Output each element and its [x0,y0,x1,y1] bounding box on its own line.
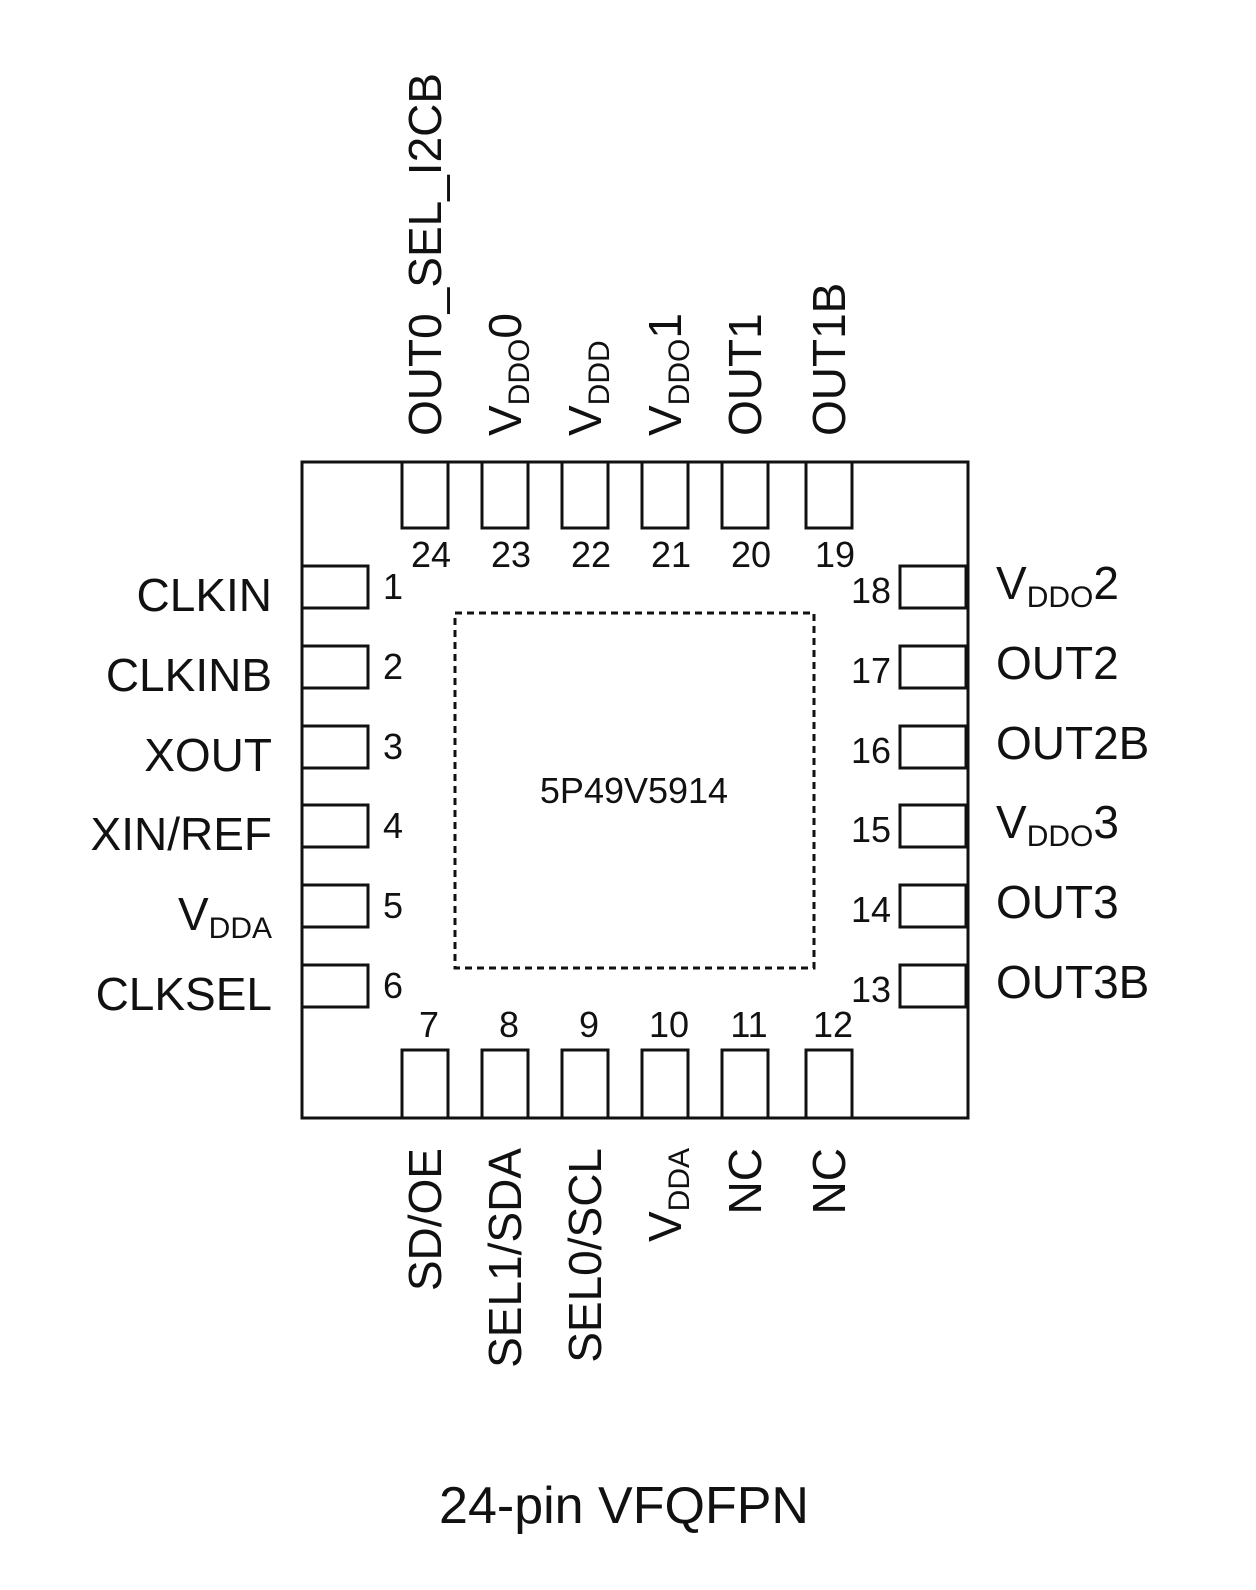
pin-pad-12 [804,1048,854,1120]
pin-number-7: 7 [419,1004,439,1045]
pin-number-18: 18 [851,570,891,611]
pin-label-12: NC [803,1148,855,1214]
pin-label-2: CLKINB [106,649,272,701]
pin-label-7: SD/OE [399,1148,451,1291]
pin-pad-3 [300,724,370,770]
pin-pad-21 [640,460,690,530]
pin-number-15: 15 [851,809,891,850]
pin-label-20: OUT1 [719,313,771,436]
pin-number-11: 11 [730,1004,767,1045]
pin-label-1: CLKIN [137,569,272,621]
pin-label-8: SEL1/SDA [479,1148,531,1368]
pin-pad-23 [480,460,530,530]
pin-label-9: SEL0/SCL [559,1148,611,1363]
pin-label-16: OUT2B [996,717,1149,769]
pin-pad-19 [804,460,854,530]
pin-label-15: VDDO3 [996,796,1119,853]
pin-number-13: 13 [851,969,891,1010]
pin-label-23: VDDO0 [479,313,536,436]
pin-number-14: 14 [851,889,891,930]
pin-label-14: OUT3 [996,876,1119,928]
part-number: 5P49V5914 [540,770,728,811]
pin-pad-8 [480,1048,530,1120]
pin-label-24: OUT0_SEL_I2CB [399,73,451,436]
package-outline [300,460,970,1120]
pin-pad-10 [640,1048,690,1120]
pin-number-19: 19 [815,534,855,575]
pin-number-6: 6 [383,965,403,1006]
pin-pad-15 [898,803,968,849]
package-caption: 24-pin VFQFPN [439,1477,809,1535]
pin-pad-9 [560,1048,610,1120]
pin-number-24: 24 [411,534,451,575]
pin-number-9: 9 [579,1004,599,1045]
pin-number-21: 21 [651,534,691,575]
pin-number-22: 22 [571,534,611,575]
pin-number-4: 4 [383,805,403,846]
pin-number-12: 12 [813,1004,853,1045]
pin-layer: 1CLKIN2CLKINB3XOUT4XIN/REF5VDDA6CLKSEL18… [91,73,1150,1368]
pin-label-17: OUT2 [996,637,1119,689]
pin-pad-20 [720,460,770,530]
pin-pad-4 [300,803,370,849]
pin-label-21: VDDO1 [639,313,696,436]
pin-label-10: VDDA [639,1148,696,1242]
pin-pad-24 [400,460,450,530]
pin-number-1: 1 [383,566,403,607]
pin-label-19: OUT1B [803,283,855,436]
pin-number-8: 8 [499,1004,519,1045]
pin-number-10: 10 [649,1004,689,1045]
pin-pad-2 [300,644,370,690]
pin-pad-16 [898,724,968,770]
pin-label-13: OUT3B [996,956,1149,1008]
pin-pad-11 [720,1048,770,1120]
pin-pad-22 [560,460,610,530]
pin-number-2: 2 [383,646,403,687]
pin-label-4: XIN/REF [91,808,272,860]
pin-label-6: CLKSEL [96,968,272,1020]
pin-label-18: VDDO2 [996,557,1119,614]
pin-number-17: 17 [851,650,891,691]
pin-label-11: NC [719,1148,771,1214]
pin-number-5: 5 [383,885,403,926]
pin-label-22: VDDD [559,340,616,436]
pin-pad-7 [400,1048,450,1120]
pin-label-5: VDDA [178,888,272,945]
pin-number-20: 20 [731,534,771,575]
exposed-pad [453,611,816,970]
pin-pad-14 [898,883,968,929]
pin-pad-17 [898,644,968,690]
pin-number-23: 23 [491,534,531,575]
pin-pad-5 [300,883,370,929]
pin-pad-1 [300,564,370,610]
pin-number-3: 3 [383,726,403,767]
pin-label-3: XOUT [144,729,272,781]
pin-number-16: 16 [851,730,891,771]
pin-pad-18 [898,564,968,610]
pin-pad-6 [300,963,370,1009]
pin-pad-13 [898,963,968,1009]
